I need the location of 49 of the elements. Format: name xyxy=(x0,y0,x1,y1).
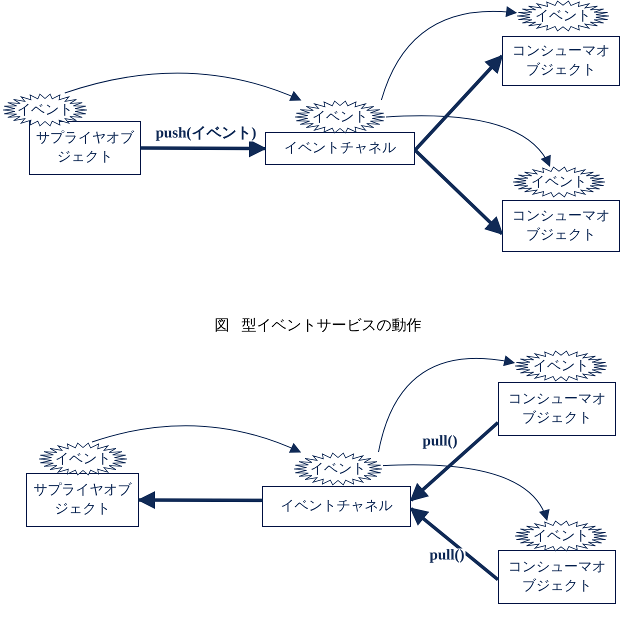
box-label: イベントチャネル xyxy=(280,497,392,516)
edge-label: pull() xyxy=(422,434,458,450)
event-text: イベント xyxy=(533,359,589,373)
event-text: イベント xyxy=(533,529,589,543)
arrow xyxy=(380,6,518,100)
starburst-shape xyxy=(514,350,608,382)
event-text: イベント xyxy=(531,175,587,189)
box-label: コンシューマオブジェクト xyxy=(511,42,611,80)
event-text: イベント xyxy=(312,110,368,124)
starburst-shape xyxy=(514,520,608,552)
arrow xyxy=(137,491,262,510)
starburst-shape xyxy=(2,93,88,127)
object-box xyxy=(26,473,139,527)
object-box xyxy=(502,36,620,86)
box-label: コンシューマオブジェクト xyxy=(511,207,611,245)
arrow xyxy=(414,54,504,152)
object-box xyxy=(262,486,411,527)
object-box xyxy=(265,132,415,165)
arrow xyxy=(64,72,302,102)
box-label: コンシューマオブジェクト xyxy=(507,390,607,428)
arrow xyxy=(382,464,549,522)
box-label: サプライヤオブジェクト xyxy=(32,481,132,519)
arrow xyxy=(410,507,500,582)
object-box xyxy=(502,200,620,252)
event-text: イベント xyxy=(55,452,111,466)
starburst-shape xyxy=(38,442,128,476)
event-text: イベント xyxy=(17,103,73,117)
figure-caption: 型イベントサービスの動作 xyxy=(242,315,422,336)
object-box xyxy=(498,550,616,604)
figure-caption: 図 xyxy=(214,315,230,336)
starburst-shape xyxy=(512,166,606,198)
arrow xyxy=(414,148,504,236)
arrow xyxy=(378,356,516,452)
edge-label: push(イベント) xyxy=(154,126,258,142)
edge-label: pull() xyxy=(428,548,466,564)
box-label: イベントチャネル xyxy=(284,139,396,158)
box-label: サプライヤオブジェクト xyxy=(35,129,135,167)
arrow xyxy=(141,139,267,158)
starburst-shape xyxy=(293,452,383,486)
starburst-shape xyxy=(294,100,386,134)
object-box xyxy=(29,121,141,175)
arrow xyxy=(386,115,550,167)
starburst-shape xyxy=(516,0,610,32)
event-text: イベント xyxy=(535,9,591,23)
arrow xyxy=(92,425,302,454)
box-label: コンシューマオブジェクト xyxy=(507,558,607,596)
object-box xyxy=(498,382,616,436)
arrow xyxy=(410,421,500,502)
event-text: イベント xyxy=(310,462,366,476)
